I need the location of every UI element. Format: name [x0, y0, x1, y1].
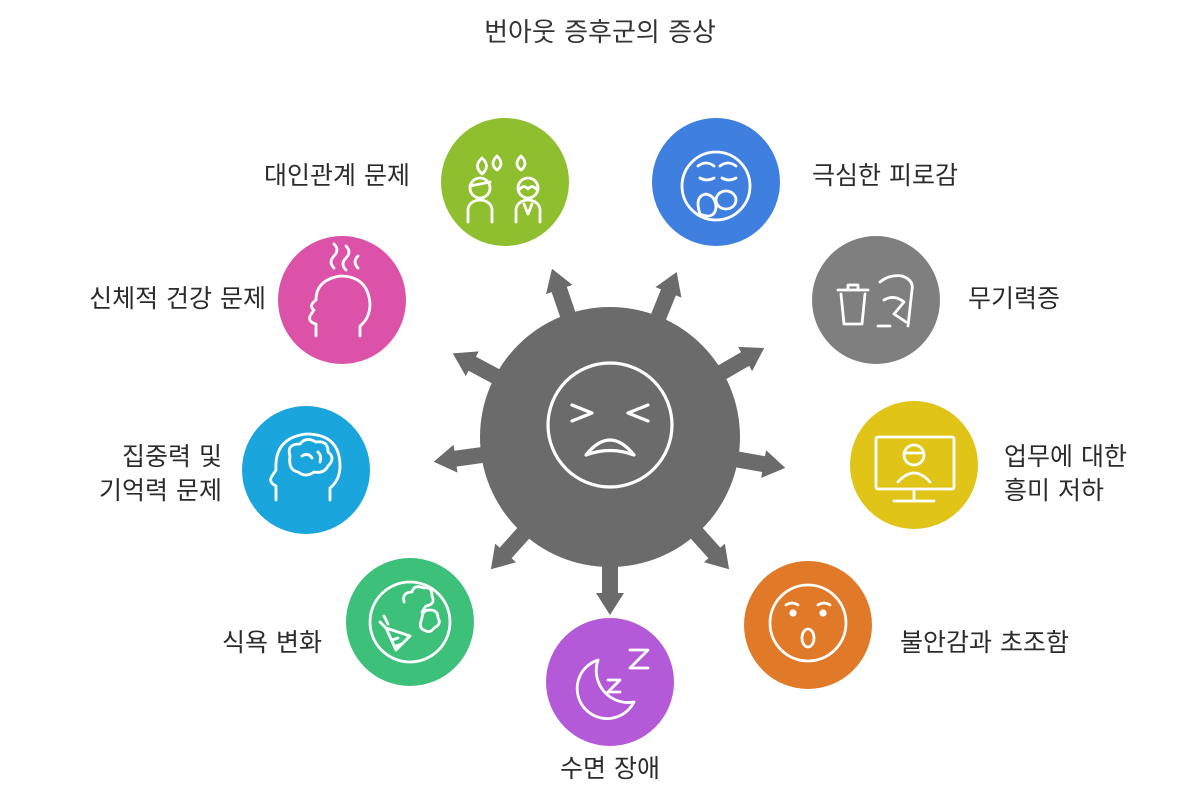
- arrow-8: [433, 444, 491, 473]
- arrow-4: [728, 450, 786, 478]
- arrow-9: [452, 351, 506, 387]
- label-interpersonal: 대인관계 문제: [264, 161, 410, 190]
- label-concentration: 집중력 및 기억력 문제: [99, 442, 222, 505]
- label-lethargy: 무기력증: [968, 284, 1061, 313]
- center-circle: [480, 307, 740, 567]
- label-appetite: 식욕 변화: [222, 628, 322, 657]
- arrow-2: [648, 272, 682, 327]
- symptom-circle-fatigue: [652, 118, 780, 246]
- arrow-5: [685, 522, 730, 570]
- label-interest: 업무에 대한 흥미 저하: [1004, 442, 1127, 505]
- diagram-title: 번아웃 증후군의 증상: [484, 18, 716, 48]
- exhausted-face-icon: [546, 361, 674, 489]
- label-physical: 신체적 건강 문제: [89, 284, 266, 313]
- arrow-3: [711, 346, 765, 383]
- anxious-face-icon: [768, 583, 848, 663]
- symptom-circle-appetite: [346, 558, 474, 686]
- arrow-1: [546, 268, 578, 325]
- vegetables-icon: [368, 580, 452, 664]
- arrows-group: [433, 268, 786, 615]
- label-fatigue: 극심한 피로감: [812, 161, 958, 190]
- people-crying-icon: [466, 154, 542, 224]
- steaming-head-icon: [308, 242, 372, 338]
- yawning-face-icon: [680, 150, 752, 222]
- symptom-circle-physical: [278, 236, 406, 364]
- arrow-7: [490, 522, 535, 570]
- label-sleep: 수면 장애: [560, 754, 660, 783]
- trash-and-chair-icon: [836, 274, 914, 328]
- label-anxiety: 불안감과 초조함: [900, 628, 1069, 657]
- symptom-circle-sleep: [546, 618, 674, 746]
- arrow-6: [596, 559, 624, 615]
- moon-sleep-icon: [575, 648, 650, 720]
- symptom-circle-anxiety: [744, 561, 872, 689]
- symptom-circle-lethargy: [812, 236, 940, 364]
- symptom-circle-interpersonal: [441, 118, 569, 246]
- monitor-person-icon: [874, 435, 956, 503]
- brain-head-icon: [269, 432, 342, 502]
- symptom-circle-concentration: [242, 406, 370, 534]
